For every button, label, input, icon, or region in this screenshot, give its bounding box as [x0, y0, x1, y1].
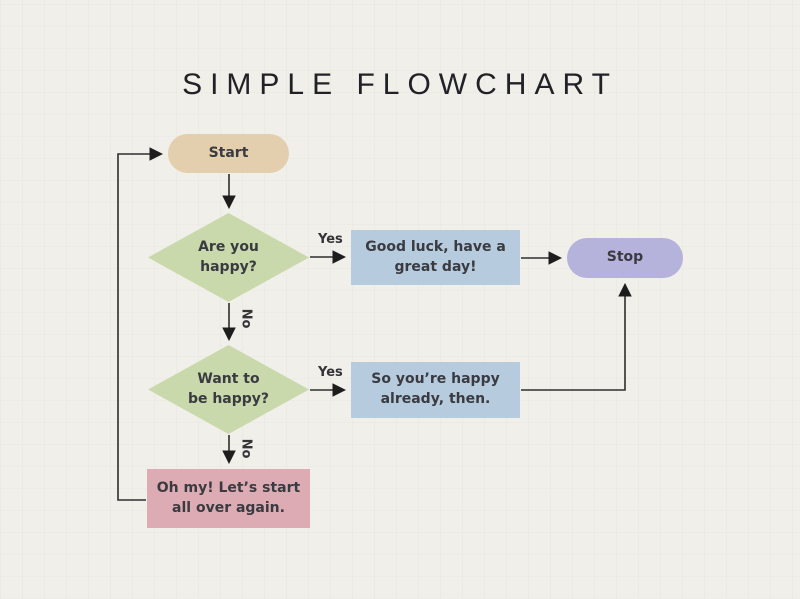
node-label-line: Want to [197, 370, 260, 387]
node-label-line: great day! [394, 258, 477, 275]
node-process-happy-already: So you’re happy already, then. [351, 362, 520, 418]
edge-label-no-1: No [238, 308, 254, 329]
node-label-line: So you’re happy [371, 371, 500, 388]
edge-label-yes-1: Yes [318, 232, 343, 247]
node-process-start-over: Oh my! Let’s start all over again. [147, 469, 310, 528]
edge-process3-loop-to-start [117, 147, 164, 501]
node-label-line: all over again. [172, 499, 285, 516]
page-title: SIMPLE FLOWCHART [182, 68, 618, 101]
node-label-line: be happy? [187, 390, 270, 407]
node-label-line: Good luck, have a [365, 238, 506, 255]
edge-label-yes-2: Yes [318, 365, 343, 380]
node-label-line: Are you [198, 238, 259, 255]
node-label-line: Oh my! Let’s start [156, 479, 301, 496]
edge-label-no-2: No [238, 438, 254, 459]
node-start-label: Start [208, 144, 249, 161]
edge-process2-to-stop [521, 282, 632, 391]
node-label-line: happy? [200, 258, 257, 275]
node-process-good-luck: Good luck, have a great day! [351, 230, 520, 285]
node-start: Start [168, 134, 289, 173]
node-stop: Stop [567, 238, 683, 278]
node-stop-label: Stop [606, 249, 644, 266]
node-label-line: already, then. [380, 391, 491, 407]
